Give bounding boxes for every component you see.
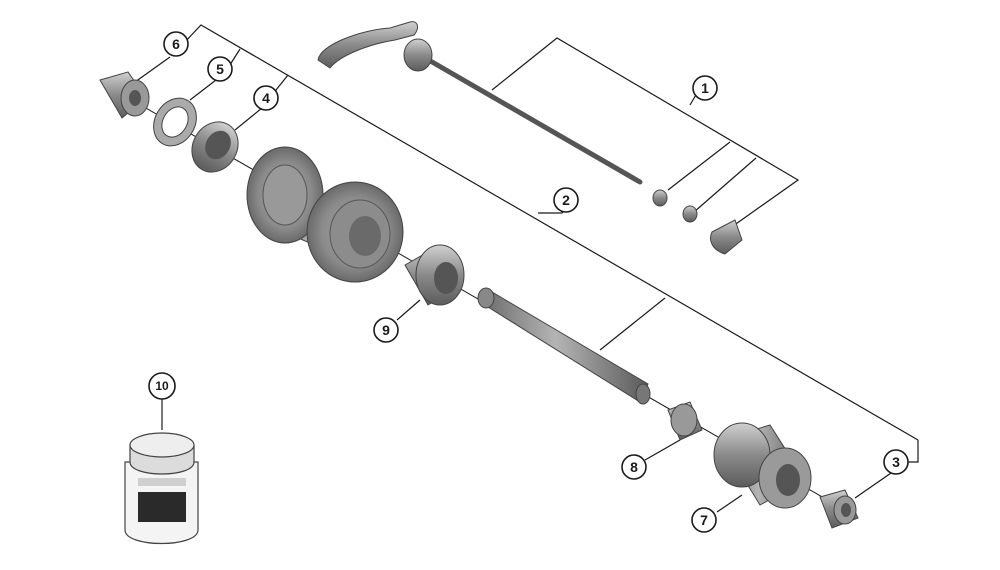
callout-2: 2 (553, 187, 579, 213)
callout-1-label: 1 (701, 80, 709, 96)
callout-3: 3 (883, 449, 909, 475)
leader-6 (182, 24, 919, 441)
leader-1-a (667, 141, 731, 191)
left-cone (191, 121, 239, 173)
callout-6-label: 6 (172, 36, 180, 52)
leader-6-part (134, 56, 171, 83)
quick-release-skewer (317, 21, 743, 255)
callout-2-label: 2 (562, 192, 570, 208)
leader-8 (644, 439, 681, 461)
spacer (667, 401, 703, 441)
callout-3-label: 3 (892, 454, 900, 470)
hub-axle (477, 287, 651, 405)
leader-lines (134, 24, 919, 513)
leader-5-part (189, 79, 217, 101)
callout-8: 8 (621, 454, 647, 480)
left-lock-nut (99, 71, 150, 119)
right-lock-nut (819, 489, 859, 529)
callout-9-label: 9 (382, 322, 390, 338)
leader-4-part (234, 107, 263, 131)
callout-9: 9 (373, 317, 399, 343)
grease-jar (124, 432, 199, 544)
callout-4: 4 (253, 85, 279, 111)
callout-10-label: 10 (155, 379, 169, 393)
callout-7: 7 (691, 507, 717, 533)
leader-3 (854, 440, 919, 499)
callout-5: 5 (207, 56, 233, 82)
washer (153, 97, 197, 147)
callout-5-label: 5 (216, 61, 224, 77)
callout-7-label: 7 (700, 512, 708, 528)
freehub-body (713, 422, 812, 509)
leader-9 (396, 299, 421, 321)
callout-8-label: 8 (630, 459, 638, 475)
leader-7 (716, 494, 743, 513)
leader-1-b (693, 157, 757, 213)
bearing-cup-unit (404, 244, 465, 306)
callout-1: 1 (692, 75, 718, 101)
leader-1 (491, 37, 800, 227)
leader-2-axle (599, 297, 666, 351)
hub-body (246, 146, 404, 283)
callout-4-label: 4 (262, 90, 270, 106)
callout-6: 6 (163, 31, 189, 57)
callout-10: 10 (148, 372, 176, 400)
